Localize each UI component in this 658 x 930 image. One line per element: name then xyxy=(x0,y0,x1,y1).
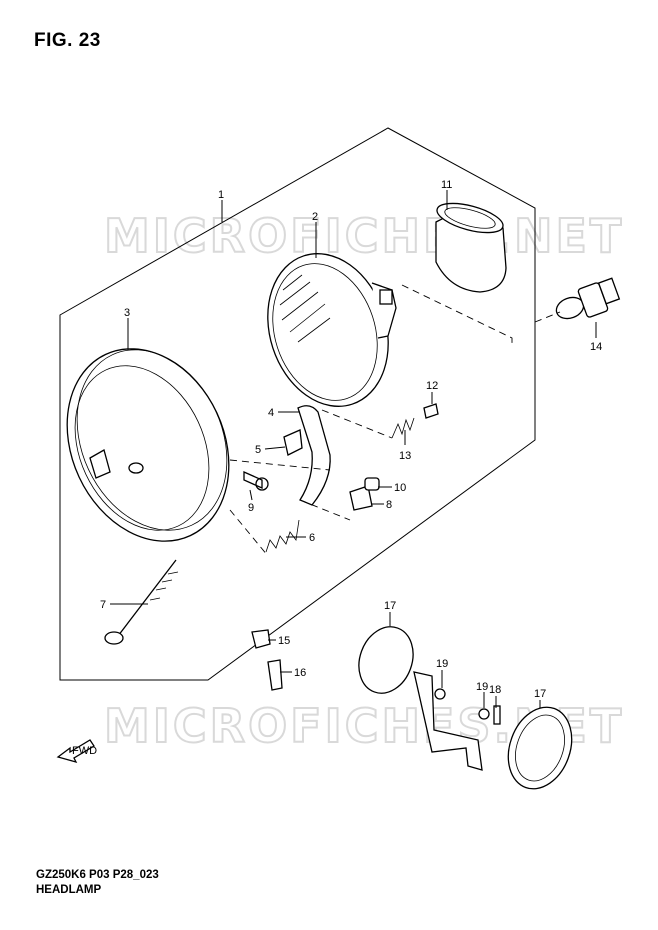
leader-bulb-socket xyxy=(401,284,513,345)
assembly-boundary xyxy=(59,127,536,681)
bulb-drawing xyxy=(555,277,621,320)
leader-mount xyxy=(229,409,393,521)
callout-19a: 19 xyxy=(436,658,448,670)
callout-17b: 17 xyxy=(534,688,546,700)
callout-4: 4 xyxy=(268,407,274,419)
model-code: GZ250K6 P03 P28_023 xyxy=(36,869,159,881)
cushion-drawing xyxy=(364,477,380,491)
leader-bulb xyxy=(534,311,561,323)
svg-text:FWD: FWD xyxy=(72,745,97,757)
headlamp-rim-drawing xyxy=(66,348,230,542)
callout-1: 1 xyxy=(218,189,224,201)
spring-drawing xyxy=(265,519,300,553)
stay-drawing xyxy=(297,405,331,506)
callout-2: 2 xyxy=(312,211,318,223)
nut-drawing xyxy=(283,429,303,456)
leader-5 xyxy=(264,446,286,450)
leader-9 xyxy=(249,489,253,501)
callout-17a: 17 xyxy=(384,600,396,612)
fwd-arrow-icon: FWD xyxy=(56,739,97,764)
nut8-drawing xyxy=(349,485,373,511)
callout-9: 9 xyxy=(248,502,254,514)
screw12-drawing xyxy=(423,403,439,419)
nut15-drawing xyxy=(251,629,271,649)
callout-12: 12 xyxy=(426,380,438,392)
callout-5: 5 xyxy=(255,444,261,456)
figure-title: FIG. 23 xyxy=(34,30,101,51)
leader-spring xyxy=(229,509,269,557)
callout-3: 3 xyxy=(124,307,130,319)
callout-13: 13 xyxy=(399,450,411,462)
nut19b-drawing xyxy=(478,708,490,720)
callout-6: 6 xyxy=(309,532,315,544)
reflector-left-drawing xyxy=(358,626,414,694)
callout-10: 10 xyxy=(394,482,406,494)
callout-15: 15 xyxy=(278,635,290,647)
callout-8: 8 xyxy=(386,499,392,511)
callout-19b: 19 xyxy=(476,681,488,693)
washer18-drawing xyxy=(493,705,501,725)
nut19-drawing xyxy=(434,688,446,700)
section-name: HEADLAMP xyxy=(36,884,102,896)
diagram-footer: GZ250K6 P03 P28_023 HEADLAMP xyxy=(36,868,159,898)
bulb-cover-drawing xyxy=(435,202,507,293)
bracket-drawing xyxy=(413,671,483,771)
callout-14: 14 xyxy=(590,341,602,353)
watermark-top: MICROFICHES.NET xyxy=(104,209,624,263)
callout-7: 7 xyxy=(100,599,106,611)
bolt16-drawing xyxy=(267,659,283,691)
headlamp-unit-drawing xyxy=(267,253,397,407)
reflector-right-drawing xyxy=(507,706,573,790)
screw-drawing xyxy=(243,470,269,491)
callout-11: 11 xyxy=(441,179,452,191)
spring13-drawing xyxy=(391,417,415,439)
callout-16: 16 xyxy=(294,667,306,679)
bolt-drawing xyxy=(104,559,179,645)
callout-18: 18 xyxy=(489,684,501,696)
